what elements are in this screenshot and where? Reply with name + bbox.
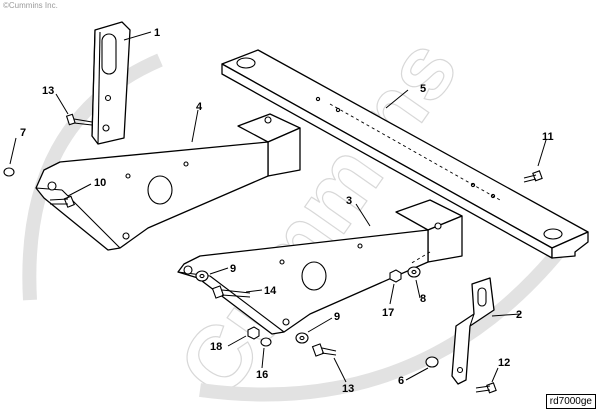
- callout-6: 6: [398, 375, 404, 387]
- callout-14: 14: [264, 285, 277, 297]
- callout-labels: 1 2 3 4 5 6 7 8 9 9 10 11 12 13 13 14 16…: [20, 27, 554, 395]
- callout-7: 7: [20, 127, 26, 139]
- bolt-10: [49, 195, 75, 208]
- callout-13-upper: 13: [42, 85, 54, 97]
- callout-5: 5: [420, 83, 426, 95]
- callout-17: 17: [382, 307, 394, 319]
- callout-3: 3: [346, 195, 352, 207]
- nut-18: [247, 326, 260, 340]
- bolt-13-upper: [65, 113, 93, 126]
- bolt-11: [523, 170, 543, 183]
- bolt-12: [475, 382, 497, 394]
- copyright-notice: ©Cummins Inc.: [3, 1, 58, 10]
- part-4-support-bracket: [35, 113, 301, 251]
- callout-9-lower: 9: [334, 311, 340, 323]
- callout-4: 4: [196, 101, 203, 113]
- callout-10: 10: [94, 177, 106, 189]
- bolt-13-lower: [311, 343, 337, 357]
- part-2-small-bracket: [451, 277, 495, 385]
- bolt-14: [211, 285, 251, 299]
- callout-18: 18: [210, 341, 222, 353]
- leader-lines: [9, 31, 547, 383]
- callout-12: 12: [498, 357, 510, 369]
- washer-7: [3, 167, 15, 177]
- hardware: [3, 113, 543, 394]
- part-1-strap-bracket: [91, 21, 131, 145]
- callout-8: 8: [420, 293, 426, 305]
- washer-16: [260, 337, 272, 347]
- callout-1: 1: [154, 27, 160, 39]
- callout-13-lower: 13: [342, 383, 354, 395]
- callout-16: 16: [256, 369, 268, 381]
- nut-17: [389, 269, 402, 283]
- callout-2: 2: [516, 309, 522, 321]
- part-3-support-bracket: [177, 199, 463, 335]
- washer-6: [425, 356, 439, 368]
- callout-11: 11: [542, 131, 554, 143]
- drawing-code-label: rd7000ge: [545, 394, 596, 409]
- callout-9-upper: 9: [230, 263, 236, 275]
- part-5-cross-member: [221, 49, 589, 259]
